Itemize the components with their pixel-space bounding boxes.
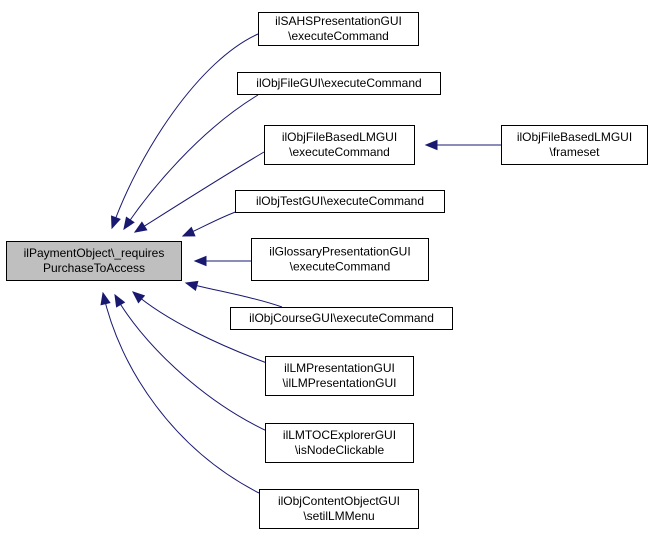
node-box[interactable] bbox=[230, 307, 453, 330]
edge-line bbox=[123, 94, 259, 230]
node-label-line: ilObjCourseGUI\executeCommand bbox=[249, 311, 434, 325]
edge-line bbox=[111, 33, 259, 229]
node-label-line: \executeCommand bbox=[289, 145, 390, 159]
edge-lmpres-to-focus bbox=[131, 291, 276, 367]
node-lmpres[interactable]: ilLMPresentationGUI\ilLMPresentationGUI bbox=[265, 356, 414, 396]
node-label-line: \executeCommand bbox=[290, 260, 391, 274]
node-sahs[interactable]: ilSAHSPresentationGUI\executeCommand bbox=[258, 12, 419, 46]
node-objfilelm_frameset[interactable]: ilObjFileBasedLMGUI\frameset bbox=[501, 125, 648, 165]
edge-line bbox=[114, 294, 270, 433]
edge-objfilelm_frameset-to-objfilelm bbox=[424, 139, 501, 151]
node-objfilelm[interactable]: ilObjFileBasedLMGUI\executeCommand bbox=[264, 125, 415, 165]
edge-line bbox=[134, 151, 265, 233]
node-label-line: \executeCommand bbox=[288, 29, 389, 43]
node-label-line: ilObjTestGUI\executeCommand bbox=[256, 194, 424, 208]
node-box[interactable] bbox=[251, 238, 429, 281]
arrowhead-icon bbox=[114, 293, 126, 308]
node-objcourse[interactable]: ilObjCourseGUI\executeCommand bbox=[230, 307, 453, 330]
node-box[interactable] bbox=[259, 489, 419, 529]
arrowhead-icon bbox=[181, 226, 196, 237]
arrowhead-icon bbox=[184, 280, 199, 291]
node-focus[interactable]: ilPaymentObject\_requiresPurchaseToAcces… bbox=[6, 241, 182, 281]
node-box[interactable] bbox=[6, 241, 182, 281]
node-label-line: ilObjContentObjectGUI bbox=[278, 494, 400, 508]
node-box[interactable] bbox=[501, 125, 648, 165]
nodes-layer: ilPaymentObject\_requiresPurchaseToAcces… bbox=[6, 12, 648, 529]
node-box[interactable] bbox=[237, 72, 441, 95]
edge-sahs-to-focus bbox=[111, 33, 259, 230]
node-label-line: \isNodeClickable bbox=[295, 443, 385, 457]
edge-objfilelm-to-focus bbox=[133, 151, 265, 233]
node-lmtoc[interactable]: ilLMTOCExplorerGUI\isNodeClickable bbox=[265, 423, 414, 463]
arrowhead-icon bbox=[123, 216, 135, 231]
node-box[interactable] bbox=[265, 423, 414, 463]
node-label-line: PurchaseToAccess bbox=[43, 261, 145, 275]
node-glossary[interactable]: ilGlossaryPresentationGUI\executeCommand bbox=[251, 238, 429, 281]
edge-objcourse-to-focus bbox=[184, 280, 283, 308]
node-label-line: \setilLMMenu bbox=[303, 509, 374, 523]
node-label-line: ilSAHSPresentationGUI bbox=[275, 14, 402, 28]
edge-lmtoc-to-focus bbox=[114, 293, 270, 433]
node-label-line: ilLMPresentationGUI bbox=[284, 361, 395, 375]
edge-line bbox=[185, 282, 283, 308]
edge-contentobj-to-focus bbox=[100, 291, 260, 494]
node-label-line: \ilLMPresentationGUI bbox=[282, 376, 396, 390]
arrowhead-icon bbox=[133, 221, 148, 233]
arrowhead-icon bbox=[100, 291, 111, 306]
node-label-line: ilObjFileBasedLMGUI bbox=[517, 130, 632, 144]
node-label-line: ilObjFileBasedLMGUI bbox=[282, 130, 397, 144]
arrowhead-icon bbox=[111, 215, 121, 230]
node-box[interactable] bbox=[264, 125, 415, 165]
edge-line bbox=[102, 292, 260, 494]
node-label-line: \frameset bbox=[549, 145, 600, 159]
node-box[interactable] bbox=[265, 356, 414, 396]
edge-objfile-to-focus bbox=[123, 94, 259, 231]
edge-glossary-to-focus bbox=[193, 255, 251, 267]
arrowhead-icon bbox=[193, 255, 207, 267]
node-box[interactable] bbox=[258, 12, 419, 46]
node-contentobj[interactable]: ilObjContentObjectGUI\setilLMMenu bbox=[259, 489, 419, 529]
node-label-line: ilObjFileGUI\executeCommand bbox=[256, 76, 421, 90]
arrowhead-icon bbox=[131, 291, 146, 304]
arrowhead-icon bbox=[424, 139, 438, 151]
edge-line bbox=[132, 291, 276, 367]
node-label-line: ilLMTOCExplorerGUI bbox=[283, 428, 396, 442]
edges-layer bbox=[100, 33, 501, 494]
node-objfile[interactable]: ilObjFileGUI\executeCommand bbox=[237, 72, 441, 95]
node-box[interactable] bbox=[235, 190, 445, 213]
edge-objtest-to-focus bbox=[181, 209, 242, 237]
node-label-line: ilGlossaryPresentationGUI bbox=[269, 245, 410, 259]
node-objtest[interactable]: ilObjTestGUI\executeCommand bbox=[235, 190, 445, 213]
node-label-line: ilPaymentObject\_requires bbox=[24, 246, 165, 260]
